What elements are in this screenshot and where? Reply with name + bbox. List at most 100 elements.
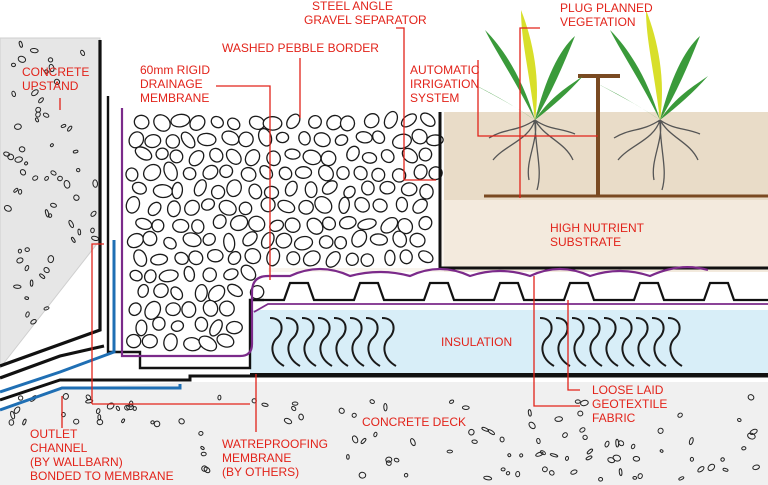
aggregate-speck bbox=[217, 394, 222, 401]
pebble bbox=[209, 147, 224, 163]
pebble bbox=[223, 232, 236, 253]
pebble bbox=[334, 134, 349, 147]
insulation-coil bbox=[587, 317, 603, 367]
aggregate-speck bbox=[43, 306, 50, 311]
aggregate-speck bbox=[14, 156, 23, 163]
aggregate-speck bbox=[659, 449, 664, 453]
pebble bbox=[260, 231, 275, 249]
aggregate-speck bbox=[90, 210, 97, 217]
pebble bbox=[134, 146, 153, 161]
aggregate-speck bbox=[291, 405, 297, 412]
aggregate-speck bbox=[3, 205, 12, 212]
pebble bbox=[209, 319, 223, 337]
label-line: HIGH NUTRIENT bbox=[550, 221, 645, 235]
concrete-deck bbox=[0, 382, 768, 485]
label-concrete-deck: CONCRETE DECK bbox=[362, 415, 466, 429]
pebble bbox=[184, 199, 200, 216]
pebble bbox=[294, 166, 313, 179]
pebble bbox=[165, 302, 181, 317]
aggregate-speck bbox=[632, 475, 638, 480]
aggregate-speck bbox=[34, 117, 40, 123]
loose-laid-geotextile-fabric bbox=[120, 108, 709, 358]
pebble bbox=[240, 264, 257, 281]
pebble bbox=[202, 232, 216, 246]
aggregate-speck bbox=[62, 393, 69, 400]
label-line: STEEL ANGLE bbox=[312, 0, 393, 13]
aggregate-speck bbox=[49, 143, 54, 148]
washed-pebble-border bbox=[125, 110, 444, 352]
aggregate-speck bbox=[14, 123, 22, 130]
label-line: 60mm RIGID bbox=[140, 63, 210, 77]
aggregate-speck bbox=[3, 151, 11, 157]
label-line: MEMBRANE bbox=[222, 451, 291, 465]
label-line: INSULATION bbox=[441, 335, 512, 349]
aggregate-speck bbox=[580, 399, 589, 407]
aggregate-speck bbox=[577, 410, 584, 417]
pebble bbox=[225, 320, 243, 335]
pebble bbox=[411, 128, 428, 145]
aggregate-speck bbox=[369, 399, 375, 405]
aggregate-speck bbox=[17, 55, 27, 63]
aggregate-speck bbox=[200, 451, 207, 457]
leaf bbox=[610, 30, 660, 120]
aggregate-speck bbox=[201, 465, 208, 472]
leader-gravel-separator bbox=[396, 27, 436, 181]
pebble bbox=[418, 250, 434, 264]
aggregate-speck bbox=[80, 49, 86, 56]
aggregate-speck bbox=[527, 409, 532, 417]
label-line: OUTLET bbox=[30, 427, 78, 441]
aggregate-speck bbox=[483, 475, 493, 481]
aggregate-speck bbox=[44, 175, 50, 181]
pebble bbox=[218, 300, 235, 317]
pebble bbox=[172, 218, 190, 233]
aggregate-speck bbox=[95, 408, 101, 415]
pebble bbox=[180, 131, 196, 149]
pebble bbox=[144, 300, 162, 320]
pebble bbox=[380, 216, 399, 234]
aggregate-speck bbox=[178, 418, 185, 425]
aggregate-speck bbox=[542, 466, 548, 473]
insulation-coil bbox=[317, 317, 333, 367]
pebble bbox=[357, 218, 377, 231]
aggregate-speck bbox=[574, 399, 581, 404]
pebble bbox=[397, 217, 414, 235]
waterproofing-membrane bbox=[0, 40, 105, 380]
insulation-coil bbox=[349, 317, 365, 367]
aggregate-speck bbox=[121, 418, 126, 424]
pebble bbox=[125, 195, 141, 214]
label-line: CHANNEL bbox=[30, 441, 88, 455]
leaf bbox=[521, 10, 538, 120]
geotextile-lower-line bbox=[253, 303, 768, 313]
leaf bbox=[485, 30, 535, 120]
rigid-drainage-membrane-vertical bbox=[106, 96, 264, 370]
pebble bbox=[248, 183, 263, 200]
pebble bbox=[183, 265, 196, 282]
pebble bbox=[202, 299, 219, 317]
insulation-coil bbox=[285, 317, 301, 367]
pebble bbox=[275, 131, 290, 144]
pebble bbox=[248, 215, 266, 232]
pebble bbox=[163, 236, 177, 250]
pebble bbox=[210, 184, 226, 200]
pebble bbox=[286, 251, 301, 266]
aggregate-speck bbox=[283, 417, 293, 425]
aggregate-speck bbox=[50, 170, 57, 176]
aggregate-speck bbox=[72, 149, 79, 154]
label-line: CONCRETE bbox=[22, 65, 89, 79]
aggregate-speck bbox=[612, 454, 622, 462]
aggregate-speck bbox=[35, 111, 41, 118]
leader-geotextile-b bbox=[567, 300, 580, 391]
aggregate-speck bbox=[85, 399, 94, 404]
pebble bbox=[413, 164, 428, 180]
pebble bbox=[361, 151, 378, 164]
aggregate-speck bbox=[261, 402, 269, 407]
pebble bbox=[244, 149, 261, 167]
aggregate-speck bbox=[57, 175, 63, 182]
pebble bbox=[284, 217, 301, 233]
pebble bbox=[202, 267, 217, 283]
aggregate-speck bbox=[403, 472, 409, 478]
aggregate-speck bbox=[63, 179, 71, 189]
pebble bbox=[392, 230, 408, 248]
insulation-coil bbox=[333, 317, 349, 367]
